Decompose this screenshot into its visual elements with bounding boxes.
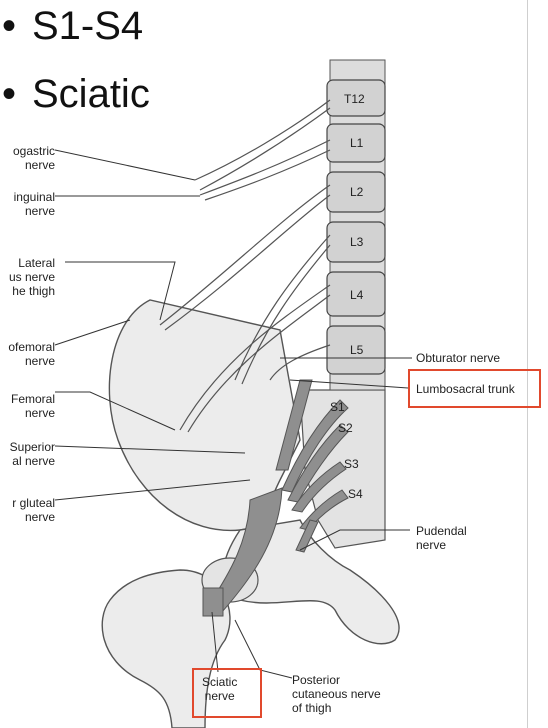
ilioinguinal-nerve (199, 139, 331, 196)
label-t12: T12 (344, 92, 365, 106)
slide-right-border (527, 0, 528, 728)
label-superior-gluteal: Superior al nerve (9, 440, 55, 468)
vertebra-l5 (326, 325, 386, 375)
label-s3: S3 (344, 457, 359, 471)
vertebral-bodies (326, 79, 386, 375)
label-lumbosacral-trunk: Lumbosacral trunk (416, 382, 515, 396)
label-posterior-cutaneous: Posterior cutaneous nerve of thigh (292, 673, 381, 715)
label-l4: L4 (350, 288, 364, 302)
label-pudendal-nerve: Pudendal nerve (416, 524, 467, 552)
label-lateral-cutaneous: Lateral us nerve he thigh (8, 256, 55, 298)
lateral-cutaneous-nerve (159, 184, 331, 326)
vertebra-l4 (326, 271, 386, 317)
vertebra-t12 (326, 79, 386, 117)
label-l5: L5 (350, 343, 364, 357)
vertebra-l3 (326, 221, 386, 263)
bullet-s1-s4: • S1-S4 (2, 4, 143, 48)
sacral-plexus (207, 379, 349, 613)
label-s2: S2 (338, 421, 353, 435)
label-l1: L1 (350, 136, 364, 150)
femur-bone (101, 569, 231, 728)
genitofemoral-nerve (234, 234, 331, 381)
label-s1: S1 (330, 400, 345, 414)
s3-root (291, 461, 347, 513)
label-iliohypogastric: ogastric nerve (12, 144, 55, 172)
bullet-dot: • (2, 72, 17, 116)
lumbosacral-plexus-diagram: T12 L1 L2 L3 L4 L5 S1 S2 S3 S4 (54, 59, 412, 728)
label-ilioinguinal: inguinal nerve (13, 190, 55, 218)
iliohypogastric-nerve (194, 99, 331, 181)
bullet-text: S1-S4 (32, 4, 144, 48)
highlight-sciatic-nerve (192, 668, 262, 718)
label-inferior-gluteal: r gluteal nerve (12, 496, 55, 524)
highlight-lumbosacral-trunk (408, 369, 541, 408)
label-sciatic-nerve: Sciatic nerve (202, 675, 238, 703)
label-l3: L3 (350, 235, 364, 249)
bullet-dot: • (2, 4, 17, 48)
sciatic-stump (202, 587, 224, 617)
lumbar-nerves (159, 99, 331, 433)
bullet-text: Sciatic (32, 72, 150, 116)
obturator-nerve-path (269, 344, 331, 381)
label-obturator-nerve: Obturator nerve (416, 351, 501, 365)
label-genitofemoral: ofemoral nerve (8, 340, 55, 368)
femoral-nerve (179, 284, 331, 431)
bullet-sciatic: • Sciatic (2, 72, 150, 116)
vertebra-l1 (326, 123, 386, 163)
label-s4: S4 (348, 487, 363, 501)
pudendal-nerve-path (295, 519, 319, 553)
vertebra-l2 (326, 171, 386, 213)
lumbosacral-trunk (275, 379, 313, 471)
label-femoral: Femoral nerve (10, 392, 55, 420)
label-l2: L2 (350, 185, 364, 199)
